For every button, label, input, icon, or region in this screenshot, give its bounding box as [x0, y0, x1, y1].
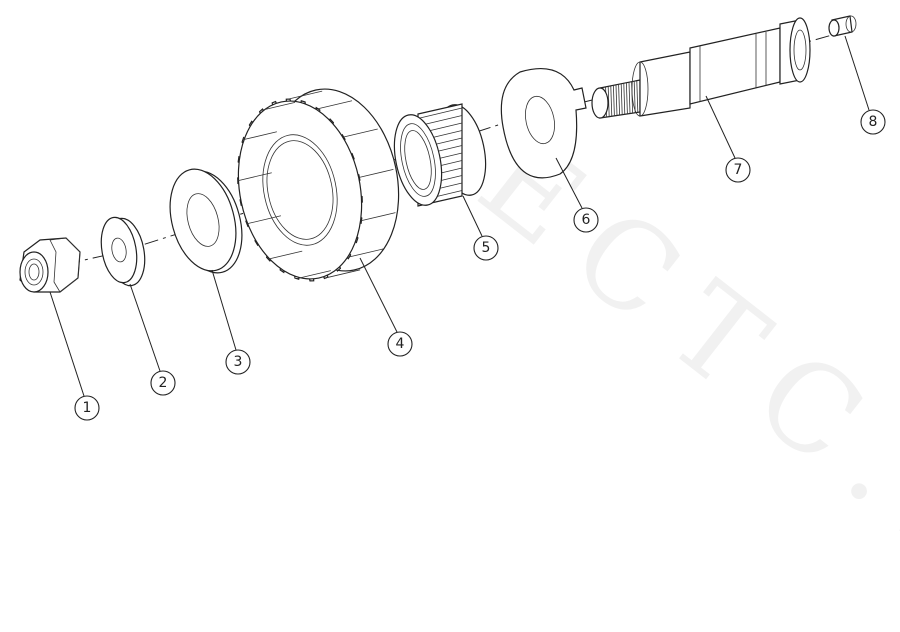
callout-8-label: 8: [869, 114, 878, 130]
callout-6-label: 6: [582, 212, 591, 228]
part-lock-nut: [19, 237, 81, 293]
leader-lines: [49, 35, 870, 397]
callout-2-label: 2: [159, 375, 168, 391]
callout-2: 2: [150, 370, 176, 396]
callout-3-label: 3: [234, 354, 243, 370]
callout-7: 7: [725, 157, 751, 183]
callout-5: 5: [473, 235, 499, 261]
callout-4-label: 4: [396, 336, 405, 352]
part-small-washer: [100, 216, 146, 287]
part-large-washer: [169, 168, 243, 274]
part-thrust-washer: [500, 68, 587, 179]
callout-3: 3: [225, 349, 251, 375]
part-needle-bearing: [393, 103, 487, 207]
part-shaft: [591, 17, 811, 119]
callout-7-label: 7: [734, 162, 743, 178]
callout-6: 6: [573, 207, 599, 233]
callout-1: 1: [74, 395, 100, 421]
callout-5-label: 5: [482, 240, 491, 256]
part-plug: [828, 15, 857, 37]
part-spur-gear: [237, 88, 400, 282]
callout-8: 8: [860, 109, 886, 135]
exploded-parts-diagram: 1 2 3 4 5 6 7 8: [19, 15, 886, 421]
callout-1-label: 1: [83, 400, 92, 416]
callout-4: 4: [387, 331, 413, 357]
